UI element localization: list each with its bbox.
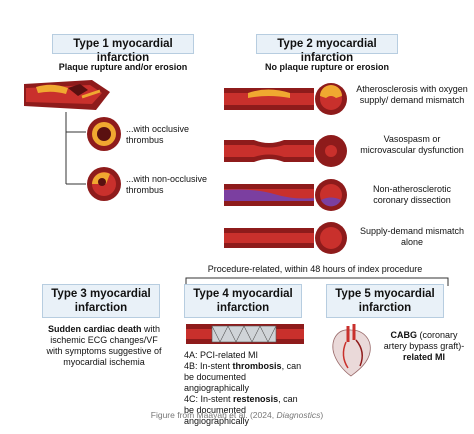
type4-c-prefix: 4C: In-stent xyxy=(184,394,231,404)
supply-demand-vessel xyxy=(224,228,314,248)
type4-description: 4A: PCI-related MI 4B: In-stent thrombos… xyxy=(184,350,308,427)
type4-title-line2: infarction xyxy=(216,302,270,314)
occlusive-thrombus-label: ...with occlusive thrombus xyxy=(126,124,190,145)
type5-title: Type 5 myocardial infarction xyxy=(326,284,444,318)
type3-text: with ischemic ECG changes/VF with sympto… xyxy=(46,324,162,367)
supply-demand-cross-section xyxy=(315,222,347,254)
stent-vessel xyxy=(186,324,304,344)
vasospasm-cross-section xyxy=(315,135,347,167)
type4-item-c: 4C: In-stent restenosis, can be document… xyxy=(184,394,308,427)
type4-c-suffix: , can be documented angiographically xyxy=(184,394,298,426)
type4-item-a: 4A: PCI-related MI xyxy=(184,350,259,360)
procedure-related-label: Procedure-related, within 48 hours of in… xyxy=(207,264,423,274)
type1-bracket xyxy=(65,112,86,185)
vasospasm-vessel xyxy=(224,140,314,162)
type4-title-line1: Type 4 myocardial xyxy=(193,288,293,300)
type5-description: CABG (coronary artery bypass graft)- rel… xyxy=(378,330,470,363)
type3-description: Sudden cardiac death with ischemic ECG c… xyxy=(42,324,166,368)
type2-item-4-label: Supply-demand mismatch alone xyxy=(359,226,465,247)
figure-caption: Figure from Maayah et al. (2024, Diagnos… xyxy=(0,410,474,421)
type4-b-prefix: 4B: In-stent xyxy=(184,361,231,371)
procedure-bracket xyxy=(185,277,449,286)
type5-bold2: related MI xyxy=(402,352,445,362)
non-occlusive-thrombus-cross-section xyxy=(87,167,121,201)
type4-b-bold: thrombosis xyxy=(232,361,282,371)
type4-c-bold: restenosis xyxy=(233,394,279,404)
caption-suffix: ) xyxy=(320,410,324,420)
type3-title-line1: Type 3 myocardial xyxy=(51,288,151,300)
type1-title: Type 1 myocardial infarction xyxy=(52,34,194,64)
atherosclerosis-vessel xyxy=(224,88,314,110)
ruptured-plaque-vessel xyxy=(24,80,110,110)
type1-subtitle: Plaque rupture and/or erosion xyxy=(58,62,188,72)
type3-title: Type 3 myocardial infarction xyxy=(42,284,160,318)
dissection-vessel xyxy=(224,184,314,206)
type3-bold: Sudden cardiac death xyxy=(47,324,142,334)
type4-title: Type 4 myocardial infarction xyxy=(184,284,302,318)
type2-item-2-label: Vasospasm or microvascular dysfunction xyxy=(360,134,464,155)
atherosclerosis-cross-section xyxy=(315,83,347,115)
occlusive-thrombus-cross-section xyxy=(87,117,121,151)
type4-item-b: 4B: In-stent thrombosis, can be document… xyxy=(184,361,308,394)
type2-item-1-label: Atherosclerosis with oxygen supply/ dema… xyxy=(356,84,468,105)
type5-bold: CABG xyxy=(390,330,417,340)
bypass-heart-illustration xyxy=(332,324,371,377)
type5-text: (coronary artery bypass graft)- xyxy=(383,330,465,351)
type3-title-line2: infarction xyxy=(74,302,128,314)
non-occlusive-thrombus-label: ...with non-occlusive thrombus xyxy=(126,174,208,195)
type2-item-3-label: Non-atherosclerotic coronary dissection xyxy=(372,184,452,205)
caption-prefix: Figure from Maayah et al. (2024, xyxy=(150,410,275,420)
caption-journal: Diagnostics xyxy=(276,410,321,420)
type2-subtitle: No plaque rupture or erosion xyxy=(264,62,389,72)
type2-title: Type 2 myocardial infarction xyxy=(256,34,398,64)
type4-b-suffix: , can be documented angiographically xyxy=(184,361,302,393)
dissection-cross-section xyxy=(315,179,347,211)
